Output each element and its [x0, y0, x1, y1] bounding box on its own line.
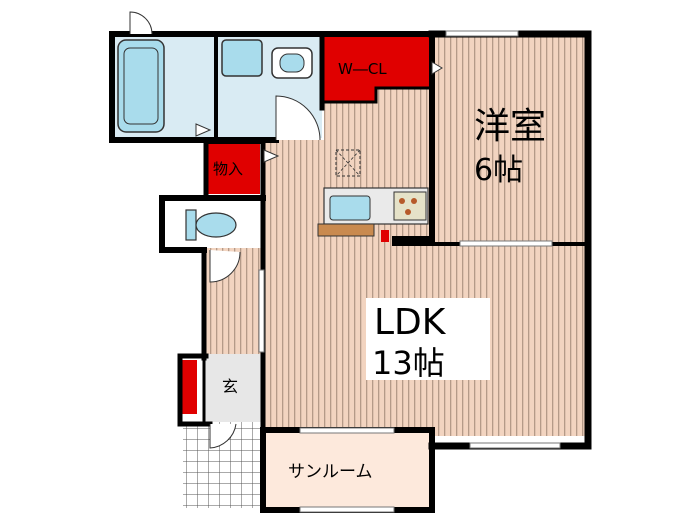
washing-machine-icon: [271, 47, 313, 79]
western-room-size: 6帖: [474, 153, 523, 188]
ldk-size: 13帖: [372, 344, 445, 382]
shoe-closet: [181, 360, 197, 414]
washroom-door-icon: [275, 95, 321, 141]
sunroom-label: サンルーム: [288, 462, 373, 482]
toilet-door-icon: [209, 250, 241, 283]
kitchen-sink-icon: [329, 195, 371, 221]
ldk-label-bg: [366, 298, 490, 380]
entrance-floor: [203, 354, 263, 422]
entrance-door-icon: [209, 423, 237, 449]
range-hood-mark: [335, 149, 361, 177]
walk-in-closet: [322, 34, 432, 102]
bathtub-icon: [117, 39, 165, 133]
sunroom-floor: [265, 432, 430, 508]
ldk-label: LDK: [374, 302, 447, 343]
toilet-icon: [185, 209, 237, 241]
bath-door-icon: [129, 11, 153, 35]
stove-icon: [393, 191, 427, 221]
storage-label: 物入: [213, 160, 243, 178]
door-swing-icon: [195, 61, 443, 163]
column-mark: [381, 230, 389, 242]
walk-in-closet-label: W―CL: [338, 60, 387, 78]
western-room-floor: [432, 34, 588, 244]
windows: [258, 30, 561, 513]
entrance-label: 玄: [222, 377, 238, 396]
washbasin-icon: [221, 39, 263, 77]
western-room-label: 洋室: [474, 106, 546, 147]
storage-closet: [208, 142, 260, 194]
